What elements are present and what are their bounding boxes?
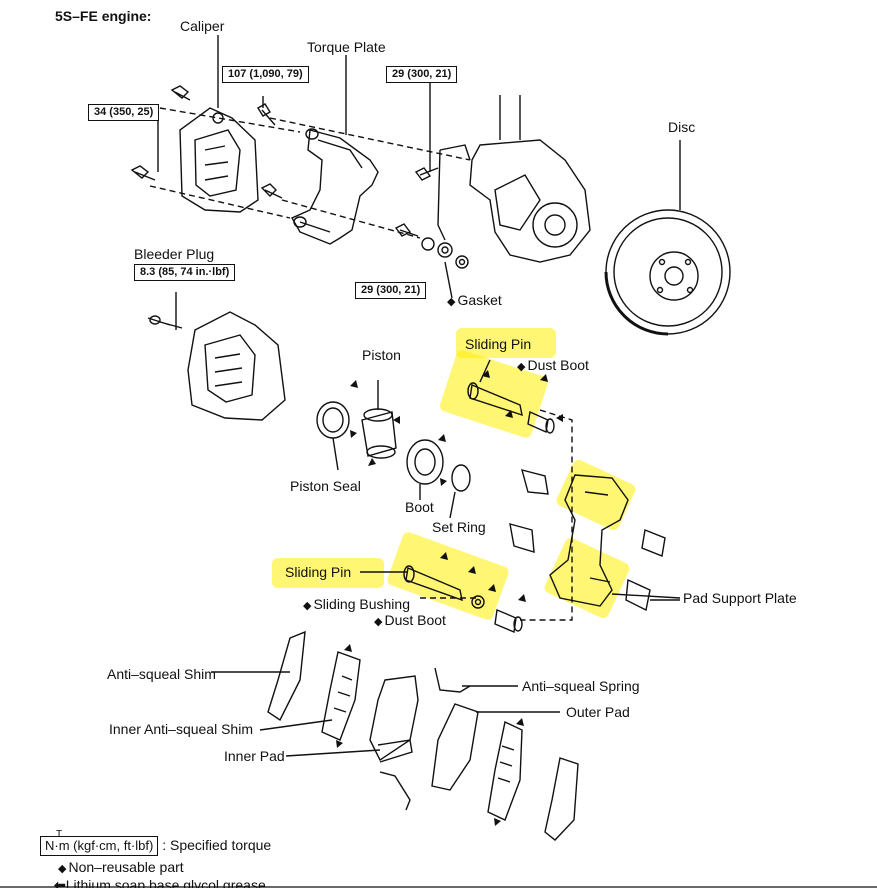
torque-box-torque-plate-bolt: 107 (1,090, 79) bbox=[222, 66, 309, 83]
label-sliding-bushing-text: Sliding Bushing bbox=[313, 596, 410, 612]
caliper-top-drawing bbox=[179, 107, 259, 213]
caliper-middle-drawing bbox=[147, 292, 286, 421]
non-reusable-diamond-icon: ◆ bbox=[374, 616, 383, 628]
label-bleeder-plug: Bleeder Plug bbox=[134, 246, 215, 262]
label-anti-squeal-shim: Anti–squeal Shim bbox=[107, 666, 216, 682]
piston-parts-drawing bbox=[316, 380, 471, 519]
non-reusable-diamond-icon: ◆ bbox=[58, 863, 67, 875]
torque-plate-drawing bbox=[291, 128, 379, 245]
sliding-pin-upper-drawing bbox=[467, 359, 555, 434]
label-inner-pad: Inner Pad bbox=[224, 748, 285, 764]
label-dust-boot-lower: ◆Dust Boot bbox=[374, 612, 446, 630]
label-disc: Disc bbox=[668, 119, 696, 135]
legend-grease: ⬅Lithium soap base glycol grease bbox=[54, 876, 266, 888]
legend-grease-text: Lithium soap base glycol grease bbox=[65, 877, 266, 888]
legend-torque-desc: : Specified torque bbox=[162, 837, 272, 853]
label-inner-anti-squeal-shim: Inner Anti–squeal Shim bbox=[109, 721, 253, 737]
label-gasket-text: Gasket bbox=[457, 292, 502, 308]
label-sliding-pin-lower: Sliding Pin bbox=[285, 564, 352, 580]
label-sliding-bushing: ◆Sliding Bushing bbox=[303, 596, 410, 614]
torque-box-bleeder: 8.3 (85, 74 in.·lbf) bbox=[134, 264, 236, 281]
torque-box-hose-bolt: 29 (300, 21) bbox=[386, 66, 458, 83]
label-dust-boot-upper: ◆Dust Boot bbox=[517, 357, 589, 375]
grease-arrow-marks bbox=[336, 370, 563, 826]
non-reusable-diamond-icon: ◆ bbox=[303, 600, 312, 612]
label-piston-seal: Piston Seal bbox=[290, 478, 361, 494]
label-boot: Boot bbox=[405, 499, 434, 515]
assembly-dashed-lines bbox=[149, 107, 573, 621]
gasket-union-drawing bbox=[421, 237, 469, 299]
legend-non-reusable: ◆Non–reusable part bbox=[58, 858, 184, 878]
diagram-title: 5S–FE engine: bbox=[55, 8, 152, 24]
legend-torque-superscript: T bbox=[56, 829, 63, 840]
label-torque-plate: Torque Plate bbox=[307, 39, 386, 55]
label-set-ring: Set Ring bbox=[432, 519, 486, 535]
label-outer-pad: Outer Pad bbox=[566, 704, 630, 720]
pads-and-shims-drawing bbox=[267, 630, 579, 841]
pad-clips-drawing bbox=[509, 469, 666, 612]
label-pad-support-plate: Pad Support Plate bbox=[683, 590, 797, 606]
torque-box-caliper-bolt: 34 (350, 25) bbox=[88, 104, 160, 121]
leader-lines bbox=[157, 35, 681, 757]
label-dust-boot-lower-text: Dust Boot bbox=[384, 612, 446, 628]
highlight-sliding-pin-lower-label bbox=[272, 558, 384, 588]
label-sliding-pin-upper: Sliding Pin bbox=[465, 336, 532, 352]
label-gasket: ◆Gasket bbox=[447, 292, 502, 310]
label-dust-boot-upper-text: Dust Boot bbox=[527, 357, 589, 373]
non-reusable-diamond-icon: ◆ bbox=[447, 296, 456, 308]
non-reusable-diamond-icon: ◆ bbox=[517, 361, 526, 373]
grease-arrow-icon: ⬅ bbox=[54, 877, 66, 888]
label-caliper: Caliper bbox=[180, 18, 225, 34]
sliding-pin-lower-drawing bbox=[360, 565, 523, 633]
label-piston: Piston bbox=[362, 347, 401, 363]
torque-box-union-bolt: 29 (300, 21) bbox=[355, 282, 427, 299]
steering-knuckle-drawing bbox=[437, 95, 591, 263]
legend-non-reusable-text: Non–reusable part bbox=[68, 859, 184, 875]
label-anti-squeal-spring: Anti–squeal Spring bbox=[522, 678, 640, 694]
bolts-top-drawing bbox=[130, 85, 439, 237]
legend-torque: T N·m (kgf·cm, ft·lbf) : Specified torqu… bbox=[40, 829, 272, 856]
caliper-bracket-drawing bbox=[549, 474, 681, 607]
brake-disc-drawing bbox=[604, 209, 731, 336]
